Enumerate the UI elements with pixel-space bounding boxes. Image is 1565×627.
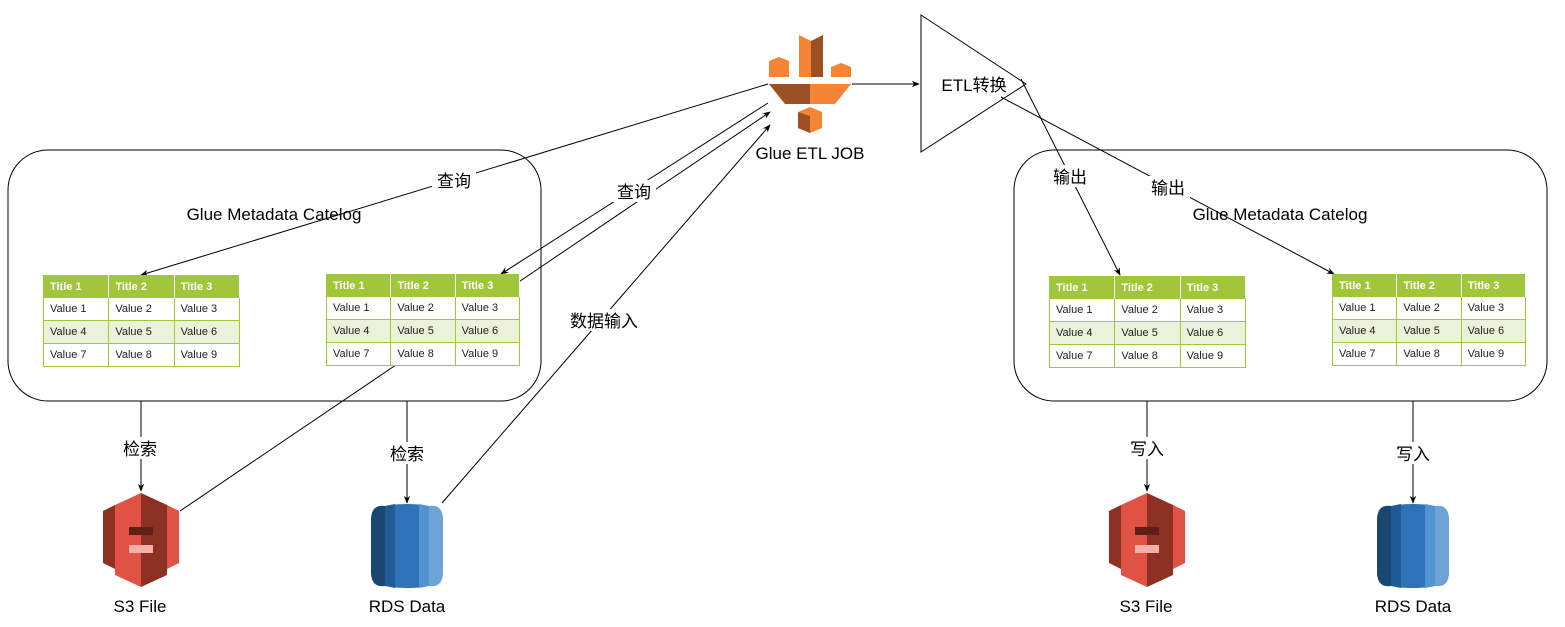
table-row: Value 1 Value 2 Value 3 bbox=[325, 297, 521, 320]
glue-job-label: Glue ETL JOB bbox=[756, 144, 865, 163]
table-cell: Value 6 bbox=[454, 319, 521, 343]
table-cell: Value 9 bbox=[454, 342, 521, 366]
table-row: Value 7 Value 8 Value 9 bbox=[42, 343, 241, 367]
table-cell: Value 1 bbox=[1331, 297, 1398, 320]
edge-label-retrieve-s3: 检索 bbox=[123, 440, 157, 459]
table-cell: Value 6 bbox=[173, 320, 241, 344]
table-header-cell: Title 3 bbox=[455, 274, 521, 297]
table-cell: Value 4 bbox=[1331, 319, 1398, 343]
glue-icon bbox=[769, 35, 851, 133]
table-cell: Value 2 bbox=[390, 297, 456, 320]
table-cell: Value 9 bbox=[173, 343, 241, 367]
table-cell: Value 3 bbox=[1460, 297, 1527, 320]
metadata-table: Title 1 Title 2 Title 3 Value 1 Value 2 … bbox=[1048, 276, 1247, 368]
table-header-cell: Title 3 bbox=[174, 275, 241, 298]
table-row: Value 1 Value 2 Value 3 bbox=[1331, 297, 1527, 320]
table-cell: Value 8 bbox=[1114, 344, 1181, 368]
rds-label-left: RDS Data bbox=[369, 597, 446, 616]
table-cell: Value 7 bbox=[1048, 344, 1116, 368]
table-cell: Value 2 bbox=[1114, 299, 1181, 322]
table-header-row: Title 1 Title 2 Title 3 bbox=[1332, 274, 1527, 297]
table-cell: Value 1 bbox=[325, 297, 392, 320]
table-header-row: Title 1 Title 2 Title 3 bbox=[1049, 276, 1247, 299]
table-cell: Value 5 bbox=[1114, 321, 1181, 345]
table-header-cell: Title 1 bbox=[1049, 276, 1116, 299]
table-cell: Value 6 bbox=[1179, 321, 1247, 345]
table-cell: Value 4 bbox=[1048, 321, 1116, 345]
edge-label-query-left: 查询 bbox=[437, 172, 471, 191]
table-cell: Value 4 bbox=[42, 320, 110, 344]
etl-transform-triangle bbox=[920, 14, 1027, 153]
table-cell: Value 3 bbox=[454, 297, 521, 320]
table-row: Value 4 Value 5 Value 6 bbox=[1331, 319, 1527, 343]
table-row: Value 7 Value 8 Value 9 bbox=[1331, 342, 1527, 366]
table-cell: Value 8 bbox=[108, 343, 175, 367]
table-header-cell: Title 3 bbox=[1180, 276, 1247, 299]
s3-label-right: S3 File bbox=[1120, 597, 1173, 616]
table-cell: Value 7 bbox=[1331, 342, 1398, 366]
table-row: Value 7 Value 8 Value 9 bbox=[325, 342, 521, 366]
rds-database-icon bbox=[1377, 504, 1449, 588]
edge-label-query-right: 查询 bbox=[617, 183, 651, 202]
table-cell: Value 3 bbox=[1179, 299, 1247, 322]
edge-label-write-rds: 写入 bbox=[1396, 445, 1430, 464]
metadata-table: Title 1 Title 2 Title 3 Value 1 Value 2 … bbox=[325, 274, 521, 366]
s3-label-left: S3 File bbox=[114, 597, 167, 616]
table-row: Value 4 Value 5 Value 6 bbox=[1048, 321, 1247, 345]
table-cell: Value 4 bbox=[325, 319, 392, 343]
table-header-cell: Title 1 bbox=[326, 274, 392, 297]
rds-database-icon bbox=[371, 504, 443, 588]
table-header-cell: Title 2 bbox=[1114, 276, 1181, 299]
table-cell: Value 6 bbox=[1460, 319, 1527, 343]
table-header-cell: Title 1 bbox=[43, 275, 110, 298]
table-header-row: Title 1 Title 2 Title 3 bbox=[326, 274, 521, 297]
s3-bucket-icon bbox=[1109, 493, 1185, 587]
table-cell: Value 3 bbox=[173, 298, 241, 321]
table-cell: Value 7 bbox=[42, 343, 110, 367]
table-cell: Value 5 bbox=[108, 320, 175, 344]
table-header-cell: Title 2 bbox=[390, 274, 456, 297]
edge-label-write-s3: 写入 bbox=[1130, 440, 1164, 459]
table-cell: Value 2 bbox=[108, 298, 175, 321]
table-header-cell: Title 1 bbox=[1332, 274, 1398, 297]
table-row: Value 1 Value 2 Value 3 bbox=[42, 298, 241, 321]
catalog-title-left: Glue Metadata Catelog bbox=[187, 205, 362, 224]
edge-label-retrieve-rds: 检索 bbox=[390, 445, 424, 464]
table-row: Value 1 Value 2 Value 3 bbox=[1048, 299, 1247, 322]
table-cell: Value 1 bbox=[42, 298, 110, 321]
table-cell: Value 8 bbox=[390, 342, 456, 366]
metadata-table: Title 1 Title 2 Title 3 Value 1 Value 2 … bbox=[42, 275, 241, 367]
catalog-container-left bbox=[7, 149, 542, 402]
edge-label-input-rds: 数据输入 bbox=[570, 312, 638, 331]
edge-label-output-right: 输出 bbox=[1151, 179, 1185, 198]
table-cell: Value 8 bbox=[1396, 342, 1462, 366]
table-cell: Value 2 bbox=[1396, 297, 1462, 320]
table-row: Value 7 Value 8 Value 9 bbox=[1048, 344, 1247, 368]
table-cell: Value 5 bbox=[1396, 319, 1462, 343]
table-row: Value 4 Value 5 Value 6 bbox=[325, 319, 521, 343]
table-cell: Value 9 bbox=[1460, 342, 1527, 366]
edge-label-output-left: 输出 bbox=[1053, 168, 1087, 187]
table-cell: Value 1 bbox=[1048, 299, 1116, 322]
etl-transform-label: ETL转换 bbox=[941, 76, 1006, 95]
table-header-cell: Title 3 bbox=[1461, 274, 1527, 297]
rds-label-right: RDS Data bbox=[1375, 597, 1452, 616]
s3-bucket-icon bbox=[103, 493, 179, 587]
table-header-row: Title 1 Title 2 Title 3 bbox=[43, 275, 241, 298]
table-row: Value 4 Value 5 Value 6 bbox=[42, 320, 241, 344]
catalog-container-right bbox=[1013, 149, 1548, 402]
table-cell: Value 5 bbox=[390, 319, 456, 343]
metadata-table: Title 1 Title 2 Title 3 Value 1 Value 2 … bbox=[1331, 274, 1527, 366]
table-cell: Value 7 bbox=[325, 342, 392, 366]
table-header-cell: Title 2 bbox=[108, 275, 175, 298]
table-cell: Value 9 bbox=[1179, 344, 1247, 368]
catalog-title-right: Glue Metadata Catelog bbox=[1193, 205, 1368, 224]
table-header-cell: Title 2 bbox=[1396, 274, 1462, 297]
